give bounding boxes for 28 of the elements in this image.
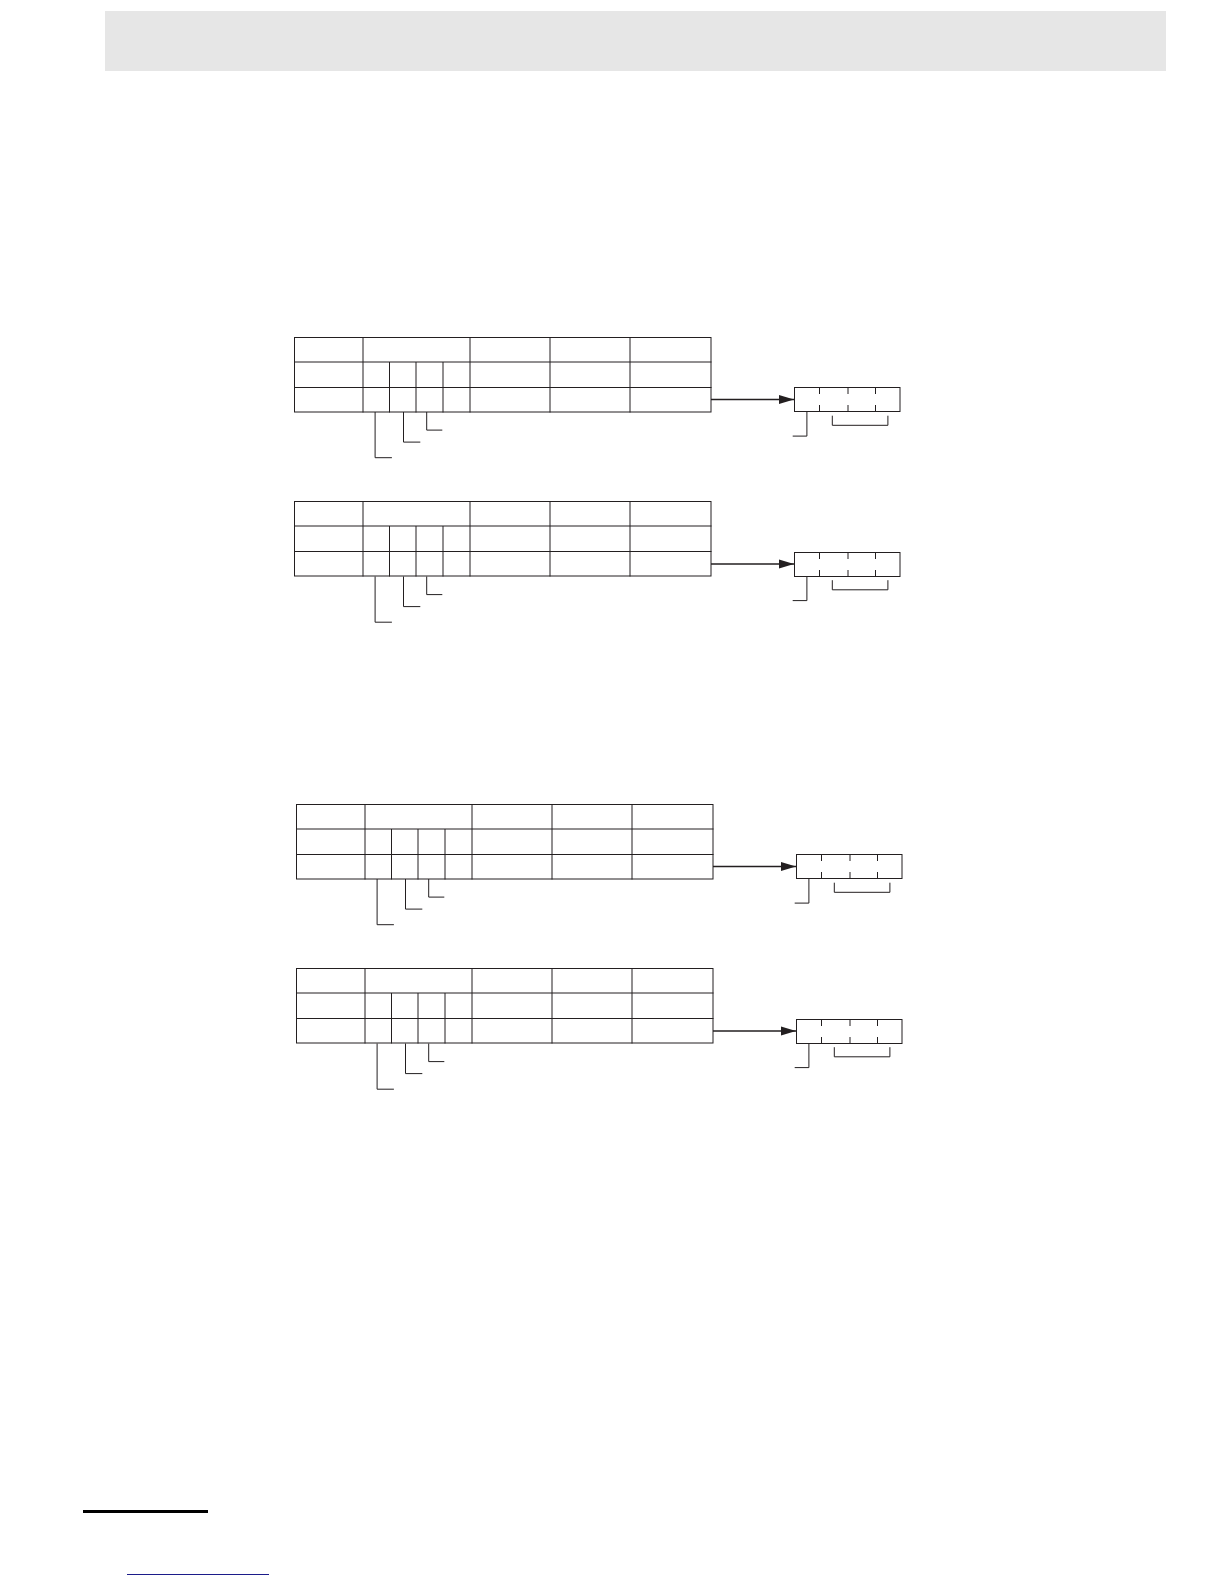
arrow bbox=[712, 862, 797, 871]
frame-table bbox=[295, 968, 713, 1044]
leader-line bbox=[426, 411, 443, 431]
arrow bbox=[710, 559, 795, 569]
leader-line bbox=[405, 878, 423, 910]
leader-line bbox=[794, 878, 810, 904]
leader-line bbox=[374, 411, 393, 459]
leader-line bbox=[405, 1043, 423, 1075]
leader-line bbox=[403, 411, 421, 443]
leader-line bbox=[403, 576, 421, 608]
leader-line bbox=[428, 878, 445, 898]
leader-line bbox=[376, 878, 395, 926]
leader-line bbox=[792, 411, 808, 437]
leader-line bbox=[792, 576, 808, 602]
frame-table bbox=[293, 336, 711, 412]
arrow bbox=[712, 1026, 797, 1036]
leader-line bbox=[374, 576, 393, 623]
register-box bbox=[794, 551, 901, 577]
leader-line bbox=[376, 1043, 395, 1090]
register-box bbox=[796, 1018, 903, 1044]
register-box bbox=[794, 387, 901, 412]
leader-line bbox=[426, 576, 443, 596]
leader-line bbox=[794, 1043, 810, 1069]
register-box bbox=[796, 854, 903, 879]
arrow bbox=[710, 395, 795, 404]
frame-table bbox=[295, 803, 713, 879]
leader-line bbox=[428, 1043, 445, 1063]
frame-table bbox=[293, 501, 711, 577]
